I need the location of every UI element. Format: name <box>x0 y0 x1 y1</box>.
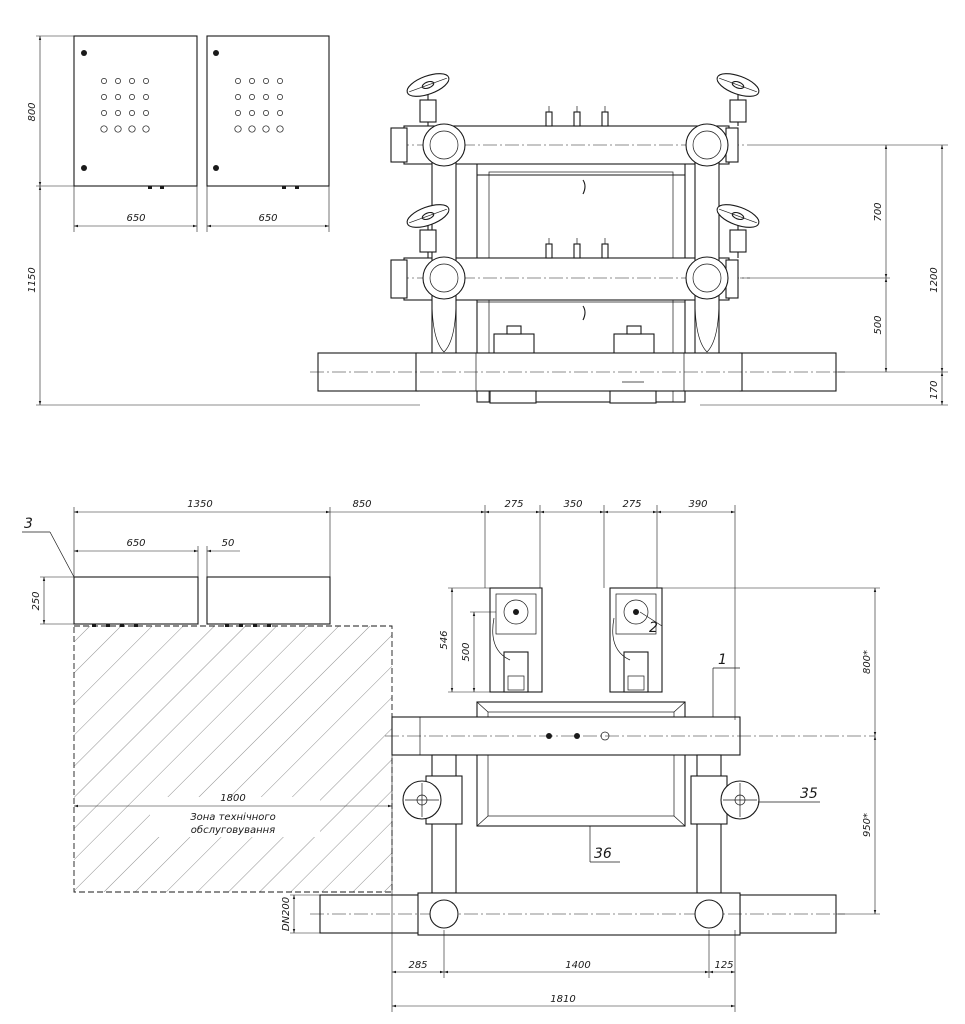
dim-250: 250 <box>31 591 42 610</box>
service-zone: 1800 Зона технічного обслуговування <box>73 625 393 893</box>
callouts: 1 2 35 36 <box>589 611 820 863</box>
panel-hole <box>143 110 149 116</box>
panel-hole <box>100 125 108 133</box>
panel-hole <box>263 110 269 116</box>
dim-overall-height: 1150 <box>27 267 38 292</box>
dim-800-star: 800* <box>862 650 873 674</box>
dim-1350: 1350 <box>187 499 212 510</box>
dim-285: 285 <box>408 960 427 971</box>
panel-hole <box>235 94 241 100</box>
dim-panel-height: 800 <box>27 102 38 121</box>
panel-hole <box>249 78 255 84</box>
panel-hole <box>249 94 255 100</box>
panel-hole <box>143 78 149 84</box>
callout-35: 35 <box>800 786 818 802</box>
zone-label-line1: Зона технічного <box>190 811 276 823</box>
dim-panel-width-left: 650 <box>126 213 145 224</box>
dim-125: 125 <box>714 960 733 971</box>
plan-top-dimensions: 275 350 275 390 546 500 <box>439 499 736 720</box>
dim-dn200: DN200 <box>281 897 292 931</box>
panel-hole <box>114 125 122 133</box>
panel-hole <box>277 110 283 116</box>
dim-850: 850 <box>352 499 371 510</box>
dim-546: 546 <box>439 630 450 649</box>
dim-1400: 1400 <box>565 960 590 971</box>
panel-hole <box>249 110 255 116</box>
panel-hole <box>101 78 107 84</box>
panel-hole <box>276 125 284 133</box>
panel-hole <box>129 78 135 84</box>
panel-hole <box>101 110 107 116</box>
panel-hole <box>277 78 283 84</box>
plan-bottom-dimensions: 285 1400 125 1810 <box>391 755 736 1012</box>
panel-hole <box>248 125 256 133</box>
dim-500: 500 <box>873 315 884 334</box>
dim-500-plan: 500 <box>461 642 472 661</box>
panel-hole <box>129 110 135 116</box>
callout-1: 1 <box>718 652 727 668</box>
panel-hole <box>101 94 107 100</box>
station-front-view <box>310 68 845 404</box>
panel-hole <box>263 78 269 84</box>
callout-3: 3 <box>24 516 33 532</box>
plan-left-dimensions: 1350 850 650 50 250 3 <box>22 499 485 625</box>
panel-hole <box>263 94 269 100</box>
panel-hole <box>277 94 283 100</box>
dim-390: 390 <box>688 499 707 510</box>
panel-hole <box>115 110 121 116</box>
dim-1810: 1810 <box>550 994 575 1005</box>
dim-350: 350 <box>563 499 582 510</box>
panel-hole <box>262 125 270 133</box>
panel-hole <box>115 78 121 84</box>
callout-2: 2 <box>649 620 658 636</box>
panel-hole <box>235 110 241 116</box>
panel-hole <box>234 125 242 133</box>
panel-hole <box>235 78 241 84</box>
station-plan-view <box>310 587 875 936</box>
zone-label-line2: обслуговування <box>191 824 275 836</box>
dim-275-a: 275 <box>504 499 523 510</box>
control-panels-front <box>73 35 330 189</box>
dim-700: 700 <box>873 202 884 221</box>
dim-50: 50 <box>222 538 235 549</box>
dim-zone-1800: 1800 <box>220 793 245 804</box>
panel-hole <box>129 94 135 100</box>
dim-650-plan: 650 <box>126 538 145 549</box>
plan-right-dimensions: 800* 950* DN200 <box>281 587 880 934</box>
dim-950-star: 950* <box>862 813 873 837</box>
station-height-dimensions: 700 500 1200 170 <box>700 144 948 406</box>
panel-hole <box>115 94 121 100</box>
panel-hole <box>142 125 150 133</box>
dim-170: 170 <box>929 380 940 399</box>
panel-hole <box>143 94 149 100</box>
panel-dimensions: 800 650 650 1150 <box>27 35 420 406</box>
dim-275-b: 275 <box>622 499 641 510</box>
dim-1200: 1200 <box>929 267 940 292</box>
dim-panel-width-right: 650 <box>258 213 277 224</box>
callout-36: 36 <box>594 846 612 862</box>
control-panels-plan <box>73 576 331 627</box>
panel-hole <box>128 125 136 133</box>
